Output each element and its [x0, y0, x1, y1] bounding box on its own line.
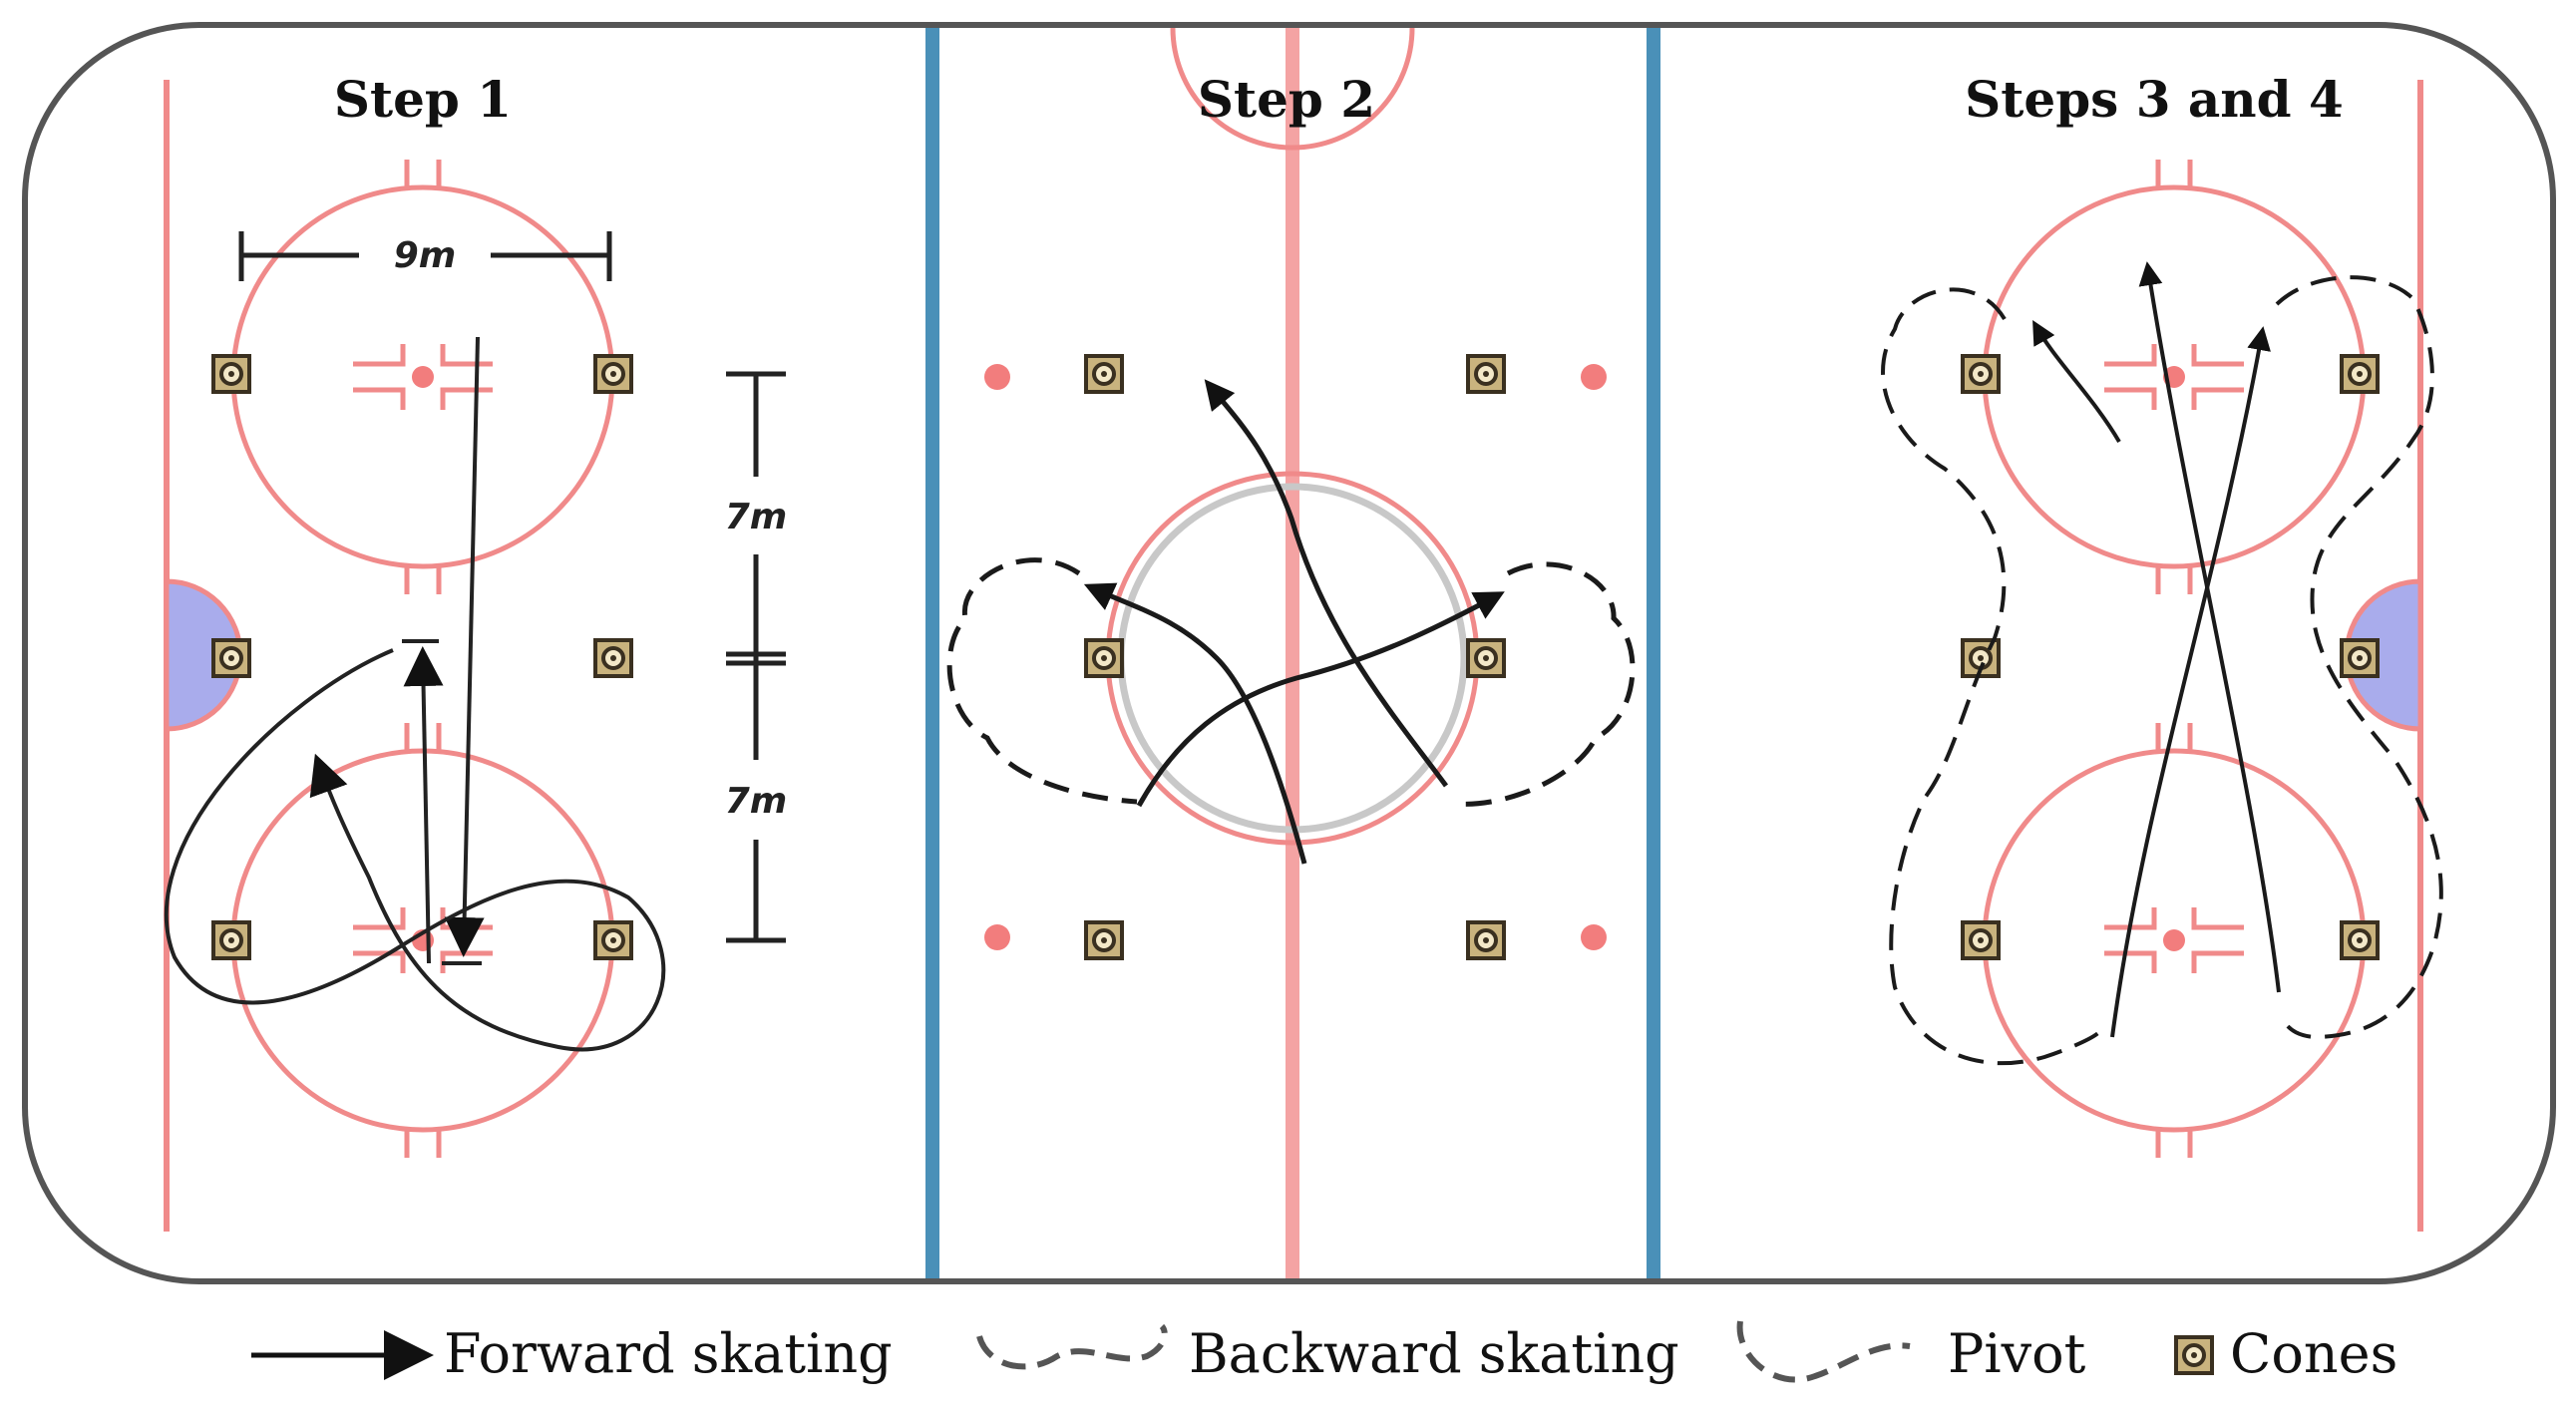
backward-skating-legend-icon [976, 1323, 1168, 1370]
step-1-paths [164, 336, 666, 1052]
step-2-title: Step 2 [1198, 70, 1375, 129]
forward-path-b [1083, 582, 1307, 865]
vertical-dimension [726, 371, 786, 943]
forward-path-a [1204, 379, 1449, 788]
cone-icon [593, 638, 633, 678]
neutral-dot [1581, 924, 1607, 950]
backward-skating-left [946, 557, 1138, 805]
forward-path-c [1136, 591, 1505, 808]
neutral-dot [984, 364, 1010, 390]
legend: Forward skating Backward skating Pivot C… [251, 1320, 2397, 1385]
cone-icon [1084, 354, 1124, 394]
forward-path-up [403, 646, 444, 964]
lower-gap-label: 7m [725, 781, 788, 822]
cone-icon [1961, 354, 2001, 394]
backward-skating-right [1455, 561, 1636, 807]
cone-icon [593, 354, 633, 394]
step-3-paths [1881, 261, 2443, 1066]
forward-path-down [444, 336, 485, 957]
neutral-dot [984, 924, 1010, 950]
cone-legend-icon [2174, 1335, 2214, 1375]
cone-icon [2340, 920, 2380, 960]
pivot-legend-icon [1736, 1320, 1911, 1383]
right-blue-line [1647, 28, 1660, 1278]
referee-crease [1170, 27, 1415, 151]
step-3-title: Steps 3 and 4 [1965, 70, 2344, 129]
left-blue-line [925, 28, 939, 1278]
cone-icon [1084, 638, 1124, 678]
cone-icon [1961, 920, 2001, 960]
step-1-title: Step 1 [334, 70, 512, 129]
cone-icon [1084, 920, 1124, 960]
cone-icon [593, 920, 633, 960]
width-dimension-label: 9m [394, 235, 457, 276]
cones-legend-label: Cones [2230, 1322, 2397, 1385]
faceoff-dots [412, 364, 2185, 951]
cone-icon [2340, 354, 2380, 394]
hash-marks [404, 160, 2193, 1158]
cone-icon [211, 638, 251, 678]
forward-skating-legend-label: Forward skating [444, 1322, 893, 1385]
cone-icon [2340, 638, 2380, 678]
figure-eight-path [164, 648, 666, 1052]
cone-icon [1466, 920, 1506, 960]
cone-icon [1466, 638, 1506, 678]
backward-skating-legend-label: Backward skating [1189, 1322, 1679, 1385]
step-2-paths [946, 379, 1636, 865]
cone-icon [1466, 354, 1506, 394]
faceoff-markings [353, 344, 2244, 973]
forward-path-long-right [2110, 326, 2271, 1038]
upper-gap-label: 7m [725, 497, 788, 537]
forward-path-short [2032, 320, 2121, 444]
width-dimension [238, 231, 612, 281]
pivot-legend-label: Pivot [1948, 1322, 2086, 1385]
backward-skating-right-loop [2275, 275, 2443, 1040]
center-red-line [1286, 28, 1299, 1278]
cone-icon [211, 920, 251, 960]
cone-icon [211, 354, 251, 394]
neutral-dot [1581, 364, 1607, 390]
forward-path-long-left [2138, 261, 2281, 993]
